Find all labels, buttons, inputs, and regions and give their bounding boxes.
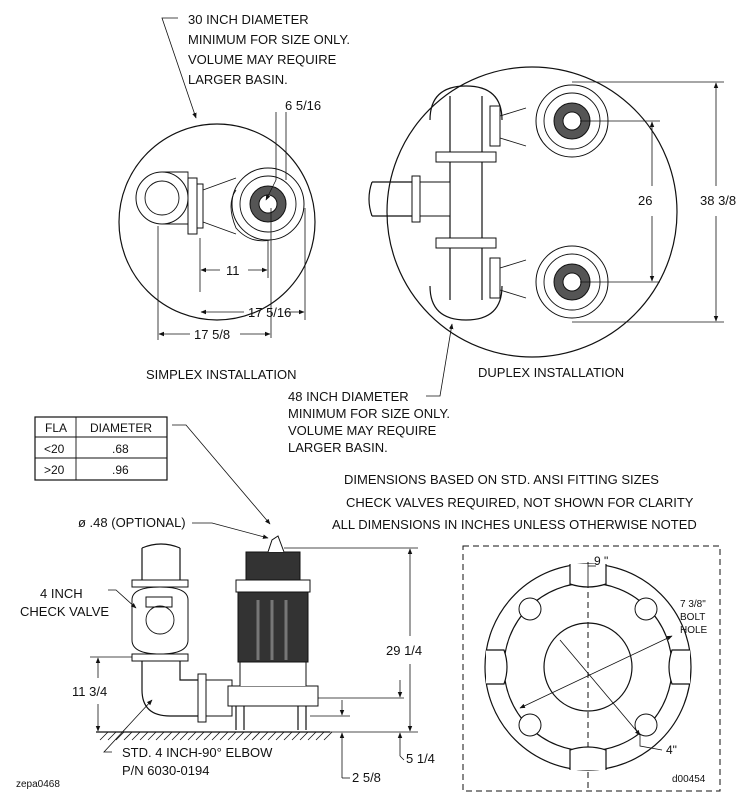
note-line: LARGER BASIN. <box>188 72 288 87</box>
check-valve-label: 4 INCH <box>40 586 83 601</box>
dim-38-3-8: 38 3/8 <box>700 193 736 208</box>
table-cell: >20 <box>44 463 65 477</box>
ground-hatch <box>99 731 333 741</box>
note-line: MINIMUM FOR SIZE ONLY. <box>188 32 350 47</box>
drawing-id-right: d00454 <box>672 774 706 785</box>
simplex-pump-top <box>230 167 305 242</box>
duplex-plan <box>368 66 724 397</box>
elbow-label: STD. 4 INCH-90° ELBOW <box>122 745 273 760</box>
check-valve-label: CHECK VALVE <box>20 604 109 619</box>
note-line: VOLUME MAY REQUIRE <box>288 423 437 438</box>
elbow-part-number: P/N 6030-0194 <box>122 763 209 778</box>
note-line: VOLUME MAY REQUIRE <box>188 52 337 67</box>
dim-6-5-16: 6 5/16 <box>285 98 321 113</box>
dim-17-5-8: 17 5/8 <box>194 327 230 342</box>
duplex-pump-top-lower <box>535 245 609 319</box>
note-line: ALL DIMENSIONS IN INCHES UNLESS OTHERWIS… <box>332 517 697 532</box>
note-line: 30 INCH DIAMETER <box>188 12 309 27</box>
note-line: DIMENSIONS BASED ON STD. ANSI FITTING SI… <box>344 472 659 487</box>
bolt-hole-label: 7 3/8" <box>680 599 706 610</box>
cable-label: ø .48 (OPTIONAL) <box>78 515 186 530</box>
dim-4: 4" <box>666 743 677 757</box>
elevation-view <box>90 522 418 779</box>
dim-17-5-16: 17 5/16 <box>248 305 291 320</box>
table-cell: <20 <box>44 442 65 456</box>
simplex-title: SIMPLEX INSTALLATION <box>146 367 297 382</box>
duplex-title: DUPLEX INSTALLATION <box>478 365 624 380</box>
dim-26: 26 <box>638 193 652 208</box>
pump-elevation <box>227 535 319 730</box>
table-cell: .96 <box>112 463 129 477</box>
bolt-hole-label: HOLE <box>680 625 708 636</box>
general-notes: DIMENSIONS BASED ON STD. ANSI FITTING SI… <box>332 472 697 532</box>
fla-table <box>34 416 168 481</box>
duplex-basin-circle <box>386 66 678 358</box>
simplex-plan <box>118 17 316 340</box>
dim-11: 11 <box>226 263 240 278</box>
base-plan <box>462 545 721 792</box>
table-header: FLA <box>45 421 67 435</box>
bolt-hole-label: BOLT <box>680 612 705 623</box>
dim-11-3-4: 11 3/4 <box>72 684 107 699</box>
table-cell: .68 <box>112 442 129 456</box>
note-line: CHECK VALVES REQUIRED, NOT SHOWN FOR CLA… <box>346 495 694 510</box>
table-header: DIAMETER <box>90 421 152 435</box>
base-outline <box>462 545 721 792</box>
dim-2-5-8: 2 5/8 <box>352 770 381 785</box>
dim-29-1-4: 29 1/4 <box>386 643 422 658</box>
drawing-id-left: zepa0468 <box>16 779 60 790</box>
note-line: LARGER BASIN. <box>288 440 388 455</box>
simplex-basin-circle <box>118 123 316 321</box>
note-line: 48 INCH DIAMETER <box>288 389 409 404</box>
note-line: MINIMUM FOR SIZE ONLY. <box>288 406 450 421</box>
dim-9: 9 " <box>594 554 608 568</box>
simplex-basin-note: 30 INCH DIAMETER MINIMUM FOR SIZE ONLY. … <box>188 12 350 87</box>
duplex-pump-top-upper <box>535 84 609 158</box>
dim-5-1-4: 5 1/4 <box>406 751 435 766</box>
duplex-basin-note: 48 INCH DIAMETER MINIMUM FOR SIZE ONLY. … <box>288 389 450 455</box>
